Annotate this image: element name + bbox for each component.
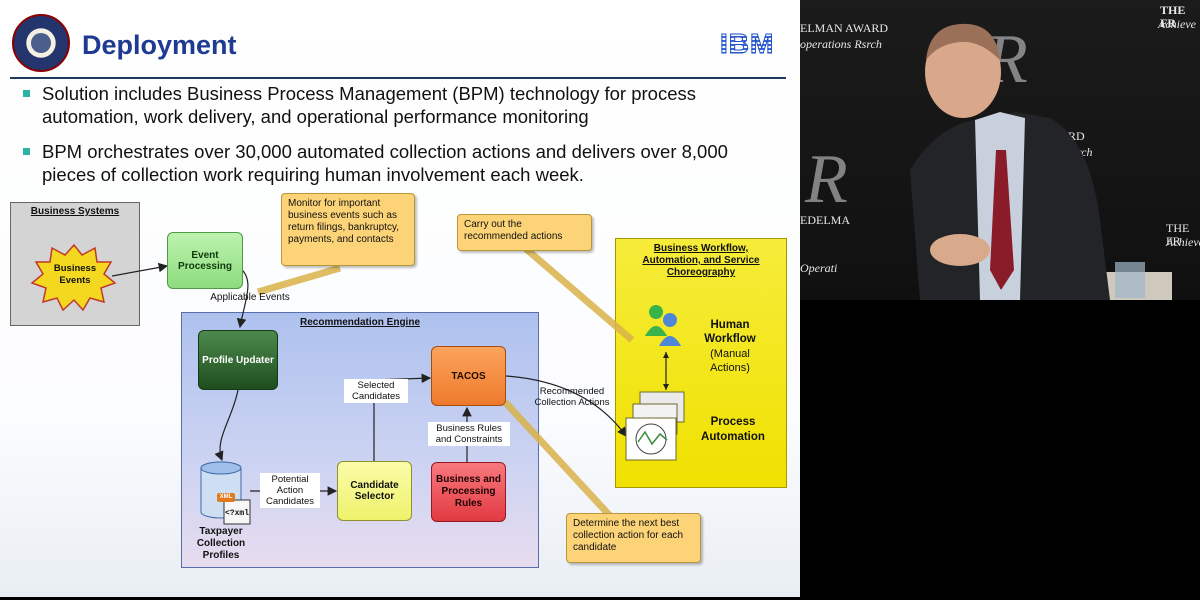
tacos-label: TACOS: [451, 370, 486, 382]
candidate-selector-label: Candidate Selector: [350, 480, 399, 502]
business-events-burst: [30, 243, 117, 312]
business-systems-title: Business Systems: [30, 206, 120, 217]
xml-document-icon: [223, 499, 251, 525]
selected-candidates-label: Selected Candidates: [344, 379, 408, 403]
title-divider: [10, 77, 786, 79]
speaker-video: R R THE FR Achieve ELMAN AWARD operation…: [800, 0, 1200, 300]
recommendation-engine-title: Recommendation Engine: [299, 317, 420, 328]
recommended-actions-label: Recommended Collection Actions: [534, 386, 610, 408]
slide-title: Deployment: [82, 30, 237, 60]
bullet-item: Solution includes Business Process Manag…: [20, 82, 780, 128]
business-rules-box: Business and Processing Rules: [431, 462, 506, 522]
process-automation-icon: [625, 391, 685, 461]
carry-out-note: Carry out the recommended actions: [457, 214, 592, 251]
business-events-label: Business Events: [53, 263, 97, 286]
profile-updater-box: Profile Updater: [198, 330, 278, 390]
human-workflow-label: Human Workflow: [704, 319, 756, 345]
backdrop-text: Achieven: [1166, 235, 1200, 249]
event-processing-label: Event Processing: [178, 249, 232, 272]
applicable-events-label: Applicable Events: [210, 292, 290, 303]
manual-actions-label: (Manual Actions): [710, 348, 750, 374]
speaker-figure: [910, 23, 1172, 300]
bullet-item: BPM orchestrates over 30,000 automated c…: [20, 140, 780, 186]
backdrop-text: THE FR: [1160, 3, 1186, 30]
taxpayer-profiles-label: Taxpayer Collection Profiles: [196, 526, 246, 561]
business-rules-label: Business and Processing Rules: [435, 474, 502, 509]
tacos-box: TACOS: [431, 346, 506, 406]
backdrop-text: Achieve: [1158, 17, 1196, 31]
candidate-selector-box: Candidate Selector: [337, 461, 412, 521]
backdrop-text: operations Rsrch: [800, 37, 882, 51]
xml-badge: XML: [219, 494, 233, 500]
bullet-list: Solution includes Business Process Manag…: [20, 82, 780, 198]
potential-candidates-label: Potential Action Candidates: [260, 473, 320, 508]
backdrop-r-letter: R: [805, 141, 848, 218]
determine-note: Determine the next best collection actio…: [566, 513, 701, 563]
process-automation-label: Process Automation: [701, 416, 765, 443]
xml-tag: <?xml: [224, 509, 249, 518]
event-processing-box: Event Processing: [167, 232, 243, 289]
backdrop-text: EDELMA: [800, 213, 850, 227]
state-seal-logo: [12, 14, 70, 72]
monitor-note: Monitor for important business events su…: [281, 193, 415, 266]
backdrop-text: THE FR: [1166, 221, 1190, 248]
presentation-slide: Deployment IBM Solution includes Busines…: [0, 0, 800, 597]
workflow-title: Business Workflow, Automation, and Servi…: [642, 243, 760, 278]
backdrop-text: Operati: [800, 261, 838, 275]
profile-updater-label: Profile Updater: [202, 354, 274, 366]
backdrop-text: ELMAN AWARD: [800, 21, 889, 35]
business-rules-constraints-label: Business Rules and Constraints: [428, 422, 510, 446]
users-icon: [645, 305, 681, 346]
ibm-logo: IBM: [719, 28, 775, 60]
